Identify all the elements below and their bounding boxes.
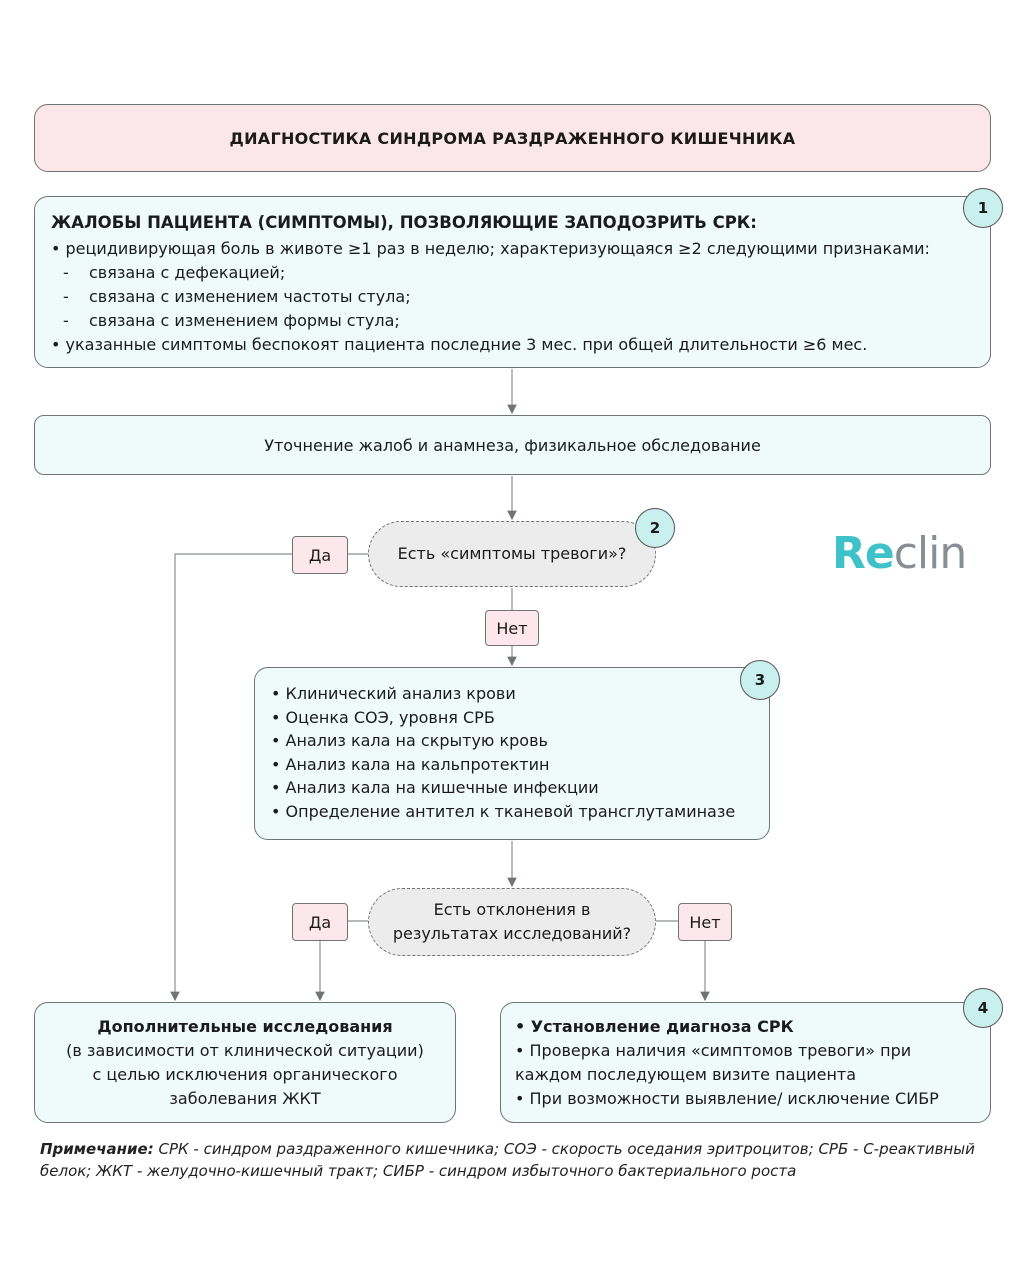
complaints-sub-item: -связана с дефекацией; bbox=[63, 263, 286, 282]
reclin-logo: Reclin bbox=[832, 528, 967, 579]
decision2-line1: Есть отклонения в bbox=[433, 900, 591, 919]
footnote-text: СРК - синдром раздраженного кишечника; С… bbox=[40, 1140, 975, 1180]
label-no-deviations: Нет bbox=[678, 903, 732, 941]
additional-tests-block: Дополнительные исследования (в зависимос… bbox=[34, 1002, 456, 1123]
lab-test-item: • Анализ кала на скрытую кровь bbox=[271, 731, 548, 750]
additional-tests-line: заболевания ЖКТ bbox=[169, 1089, 321, 1108]
complaints-heading: ЖАЛОБЫ ПАЦИЕНТА (СИМПТОМЫ), ПОЗВОЛЯЮЩИЕ … bbox=[51, 213, 757, 232]
step-badge-1: 1 bbox=[963, 188, 1003, 228]
lab-test-item: • Оценка СОЭ, уровня СРБ bbox=[271, 707, 495, 727]
additional-tests-line: с целью исключения органического bbox=[92, 1065, 398, 1084]
patient-complaints-block: ЖАЛОБЫ ПАЦИЕНТА (СИМПТОМЫ), ПОЗВОЛЯЮЩИЕ … bbox=[34, 196, 991, 368]
decision-alarm-symptoms: Есть «симптомы тревоги»? bbox=[368, 521, 656, 587]
footnote-label: Примечание: bbox=[40, 1140, 154, 1158]
additional-tests-heading: Дополнительные исследования bbox=[97, 1017, 393, 1036]
lab-test-item: • Анализ кала на кальпротектин bbox=[271, 754, 550, 774]
exam-block: Уточнение жалоб и анамнеза, физикальное … bbox=[34, 415, 991, 475]
complaints-bullet-pain: • рецидивирующая боль в животе ≥1 раз в … bbox=[51, 239, 930, 258]
step-badge-4: 4 bbox=[963, 988, 1003, 1028]
complaints-sub-item: -связана с изменением частоты стула; bbox=[63, 287, 411, 306]
page-title: ДИАГНОСТИКА СИНДРОМА РАЗДРАЖЕННОГО КИШЕЧ… bbox=[34, 104, 991, 172]
footnote: Примечание: СРК - синдром раздраженного … bbox=[40, 1138, 990, 1182]
lab-test-item: • Определение антител к тканевой трансгл… bbox=[271, 801, 736, 821]
decision2-line2: результатах исследований? bbox=[392, 924, 632, 943]
complaints-bullet-duration: • указанные симптомы беспокоят пациента … bbox=[51, 335, 868, 354]
complaints-sub-item: -связана с изменением формы стула; bbox=[63, 311, 400, 330]
lab-test-item: • Клинический анализ крови bbox=[271, 684, 516, 703]
additional-tests-line: (в зависимости от клинической ситуации) bbox=[66, 1041, 424, 1060]
diagnosis-block: • Установление диагноза СРК • Проверка н… bbox=[500, 1002, 991, 1123]
step-badge-3: 3 bbox=[740, 660, 780, 700]
lab-tests-block: • Клинический анализ крови • Оценка СОЭ,… bbox=[254, 667, 770, 840]
diagnosis-item: • Проверка наличия «симптомов тревоги» п… bbox=[515, 1041, 912, 1084]
diagnosis-item: • При возможности выявление/ исключение … bbox=[515, 1089, 939, 1108]
diagnosis-heading: • Установление диагноза СРК bbox=[515, 1017, 794, 1036]
label-yes-alarm: Да bbox=[292, 536, 348, 574]
label-yes-deviations: Да bbox=[292, 903, 348, 941]
label-no-alarm: Нет bbox=[485, 610, 539, 646]
step-badge-2: 2 bbox=[635, 508, 675, 548]
arrow-yes-to-additional bbox=[170, 553, 292, 1002]
lab-test-item: • Анализ кала на кишечные инфекции bbox=[271, 778, 599, 797]
decision-test-deviations: Есть отклонения в результатах исследован… bbox=[368, 888, 656, 956]
